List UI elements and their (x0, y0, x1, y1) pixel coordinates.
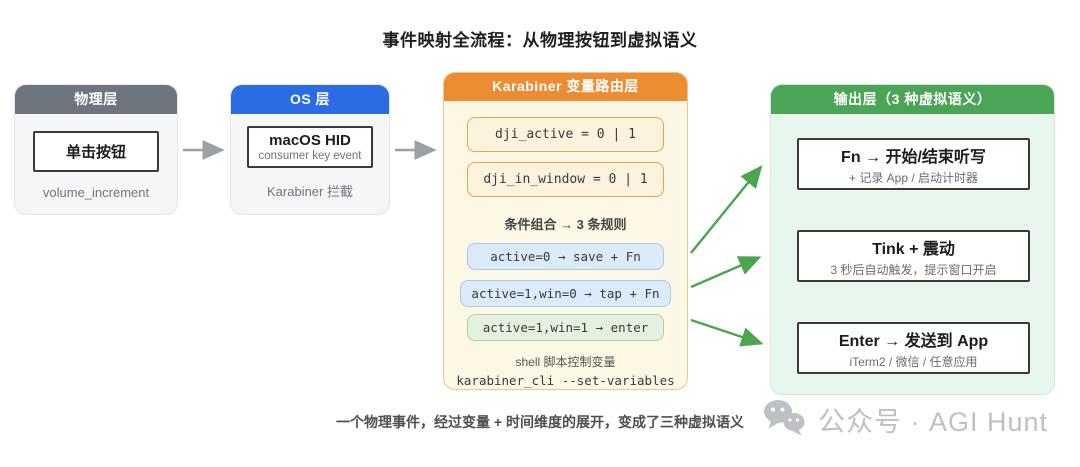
physical-footnote: volume_increment (42, 185, 150, 200)
shell-note: shell 脚本控制变量 (515, 355, 616, 369)
output-box-fn: Fn → 开始/结束听写 + 记录 App / 启动计时器 (797, 138, 1030, 190)
os-footnote: Karabiner 拦截 (267, 184, 353, 199)
wechat-icon (762, 398, 806, 441)
karabiner-layer-header: Karabiner 变量路由层 (444, 73, 687, 101)
output-box-enter-title: Enter → 发送到 App (838, 332, 989, 350)
physical-event-box: 单击按钮 (33, 131, 159, 172)
output-layer-header: 输出层（3 种虚拟语义） (771, 85, 1054, 114)
watermark-text: 公众号 · AGI Hunt (817, 407, 1048, 437)
os-event-box: macOS HID consumer key event (247, 126, 373, 168)
shell-command: karabiner_cli --set-variables (456, 373, 675, 388)
rules-label: 条件组合 → 3 条规则 (504, 217, 627, 232)
output-box-tink: Tink + 震动 3 秒后自动触发，提示窗口开启 (797, 230, 1030, 282)
rule-box-1: active=0 → save + Fn (467, 243, 664, 270)
rule-box-2: active=1,win=0 → tap + Fn (460, 280, 671, 307)
output-box-enter-subtitle: iTerm2 / 微信 / 任意应用 (849, 354, 978, 369)
arrow-rule1-to-output1 (690, 165, 763, 254)
os-layer-header: OS 层 (231, 85, 389, 114)
watermark: 公众号 · AGI Hunt (762, 398, 1048, 441)
variable-box-dji-active: dji_active = 0 | 1 (467, 117, 664, 152)
diagram-caption: 一个物理事件，经过变量 + 时间维度的展开，变成了三种虚拟语义 (336, 414, 744, 430)
variable-box-dji-in-window: dji_in_window = 0 | 1 (467, 162, 664, 197)
arrow-rule2-to-output2 (690, 256, 762, 289)
output-box-fn-subtitle: + 记录 App / 启动计时器 (848, 170, 979, 185)
os-event-subtitle: consumer key event (258, 150, 362, 162)
karabiner-layer-card: Karabiner 变量路由层 dji_active = 0 | 1 dji_i… (443, 72, 688, 390)
arrow-rule3-to-output3 (690, 318, 764, 347)
rule-box-3: active=1,win=1 → enter (467, 314, 664, 341)
output-box-tink-title: Tink + 震动 (872, 240, 955, 258)
output-box-enter: Enter → 发送到 App iTerm2 / 微信 / 任意应用 (797, 322, 1030, 374)
output-layer-card: 输出层（3 种虚拟语义） Fn → 开始/结束听写 + 记录 App / 启动计… (770, 84, 1055, 395)
physical-event-label: 单击按钮 (65, 144, 126, 161)
os-layer-card: OS 层 macOS HID consumer key event Karabi… (230, 84, 390, 215)
output-box-tink-subtitle: 3 秒后自动触发，提示窗口开启 (830, 262, 997, 277)
output-box-fn-title: Fn → 开始/结束听写 (841, 148, 986, 166)
physical-layer-card: 物理层 单击按钮 volume_increment (14, 84, 178, 215)
physical-layer-header: 物理层 (15, 85, 177, 114)
os-event-title: macOS HID (269, 132, 351, 149)
diagram-title: 事件映射全流程：从物理按钮到虚拟语义 (382, 31, 698, 50)
